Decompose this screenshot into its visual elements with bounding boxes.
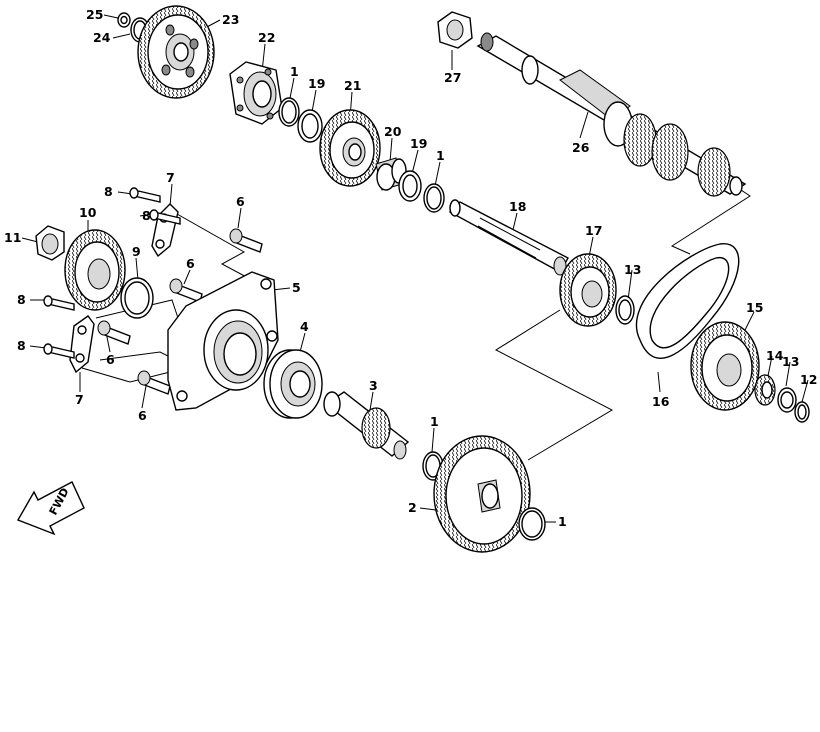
callout-21: 21 — [344, 78, 361, 93]
callout-25: 25 — [86, 7, 103, 22]
callout-7a: 7 — [166, 170, 175, 185]
bolt-8a — [129, 187, 161, 203]
gear-10 — [64, 229, 126, 311]
callout-7b: 7 — [75, 392, 84, 407]
callout-8b: 8 — [142, 208, 151, 223]
callout-18: 18 — [509, 199, 526, 214]
washer-25 — [117, 12, 131, 28]
callout-5: 5 — [292, 280, 301, 295]
chain-16 — [635, 243, 740, 359]
forward-arrow-icon: FWD — [16, 481, 85, 536]
callout-8a: 8 — [104, 184, 113, 199]
callout-15: 15 — [746, 300, 763, 315]
plate-7b — [69, 315, 95, 374]
washer-13a — [615, 295, 635, 325]
bearing-14 — [754, 374, 776, 406]
callout-3: 3 — [369, 378, 378, 393]
callout-11: 11 — [4, 230, 21, 245]
seal-9 — [120, 277, 154, 319]
callout-1b: 1 — [436, 148, 445, 163]
callout-9: 9 — [132, 244, 141, 259]
callout-20: 20 — [384, 124, 402, 139]
bolt-6a — [229, 228, 263, 253]
callout-16: 16 — [652, 394, 670, 409]
callout-23: 23 — [222, 12, 239, 27]
hub-22 — [229, 61, 283, 125]
callout-22: 22 — [258, 30, 275, 45]
callout-2: 2 — [408, 500, 417, 515]
callout-17: 17 — [585, 223, 602, 238]
nut-11 — [35, 225, 65, 261]
gear-2 — [433, 435, 531, 553]
bolt-6b — [169, 278, 203, 303]
housing-5 — [167, 271, 279, 411]
bearing-4 — [263, 349, 323, 419]
callout-6a: 6 — [236, 194, 245, 209]
circlip-1a — [278, 97, 300, 127]
callout-6d: 6 — [138, 408, 147, 423]
nut-27 — [437, 11, 473, 49]
gear-23 — [137, 5, 215, 99]
callout-6b: 6 — [186, 256, 195, 271]
callout-19b: 19 — [410, 136, 427, 151]
bolt-8c — [43, 295, 75, 311]
bolt-6d — [137, 370, 171, 395]
callout-26: 26 — [572, 140, 590, 155]
callout-1a: 1 — [290, 64, 299, 79]
shaft-3 — [323, 391, 410, 460]
callout-13a: 13 — [624, 262, 641, 277]
circlip-1d — [518, 507, 546, 541]
callout-27: 27 — [444, 70, 461, 85]
bolt-6c — [97, 320, 131, 345]
parts — [35, 5, 810, 553]
shaft-26 — [476, 32, 747, 197]
gear-21 — [319, 109, 381, 187]
callout-13b: 13 — [782, 354, 799, 369]
gear-17 — [559, 253, 617, 327]
callout-8c: 8 — [17, 292, 26, 307]
callout-14: 14 — [766, 348, 784, 363]
circlip-1b — [423, 183, 445, 213]
circlip-12 — [794, 401, 810, 423]
callout-labels: 25 24 23 22 1 19 21 20 19 1 27 26 18 17 … — [4, 7, 817, 529]
callout-8d: 8 — [17, 338, 26, 353]
washer-13b — [777, 387, 797, 413]
callout-12: 12 — [800, 372, 817, 387]
callout-6c: 6 — [106, 352, 115, 367]
callout-19a: 19 — [308, 76, 325, 91]
shaft-18 — [448, 199, 569, 276]
callout-1d: 1 — [558, 514, 567, 529]
bolt-8d — [43, 343, 75, 359]
washer-19a — [297, 109, 323, 143]
callout-1c: 1 — [430, 414, 439, 429]
gear-15 — [690, 321, 760, 411]
washer-19b — [398, 170, 422, 202]
callout-10: 10 — [79, 205, 97, 220]
callout-4: 4 — [300, 319, 309, 334]
bolt-8b — [149, 209, 181, 225]
assembly-guide-lines — [81, 185, 751, 461]
callout-24: 24 — [93, 30, 111, 45]
